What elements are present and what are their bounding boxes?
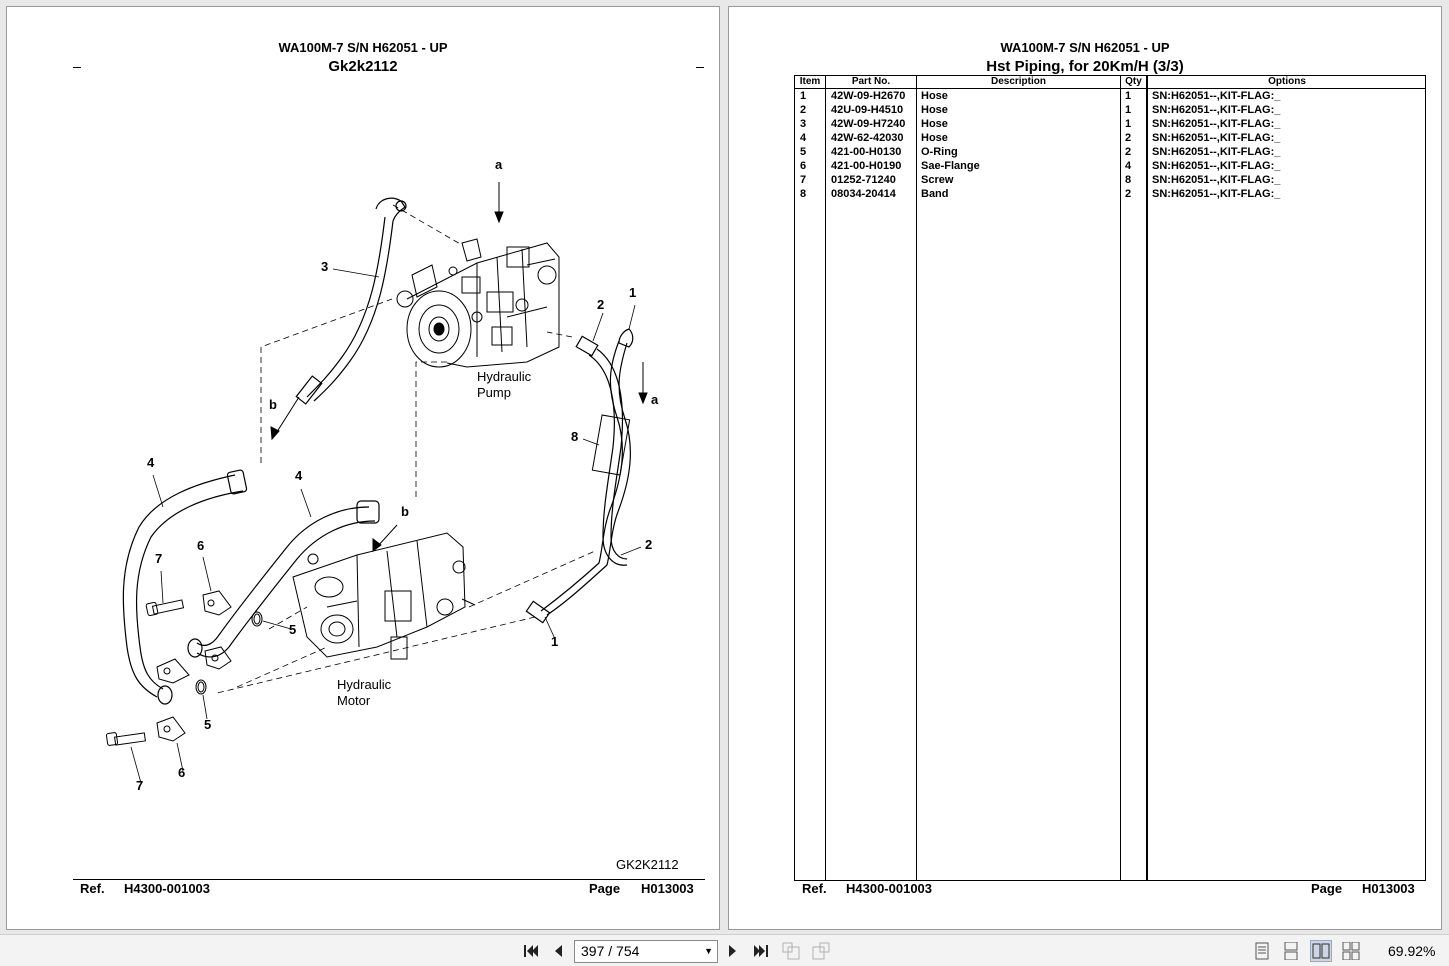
left-page-title: WA100M-7 S/N H62051 - UP — [278, 40, 448, 55]
callout-2-right: 2 — [645, 537, 652, 552]
right-page-title: WA100M-7 S/N H62051 - UP — [1000, 40, 1170, 55]
assembly-dashed-lines — [216, 204, 596, 694]
header-qty: Qty — [1125, 76, 1142, 87]
screw-7-upper — [145, 599, 185, 617]
hose-2 — [575, 335, 628, 566]
table-row: 1 42W-09-H2670 Hose 1 SN:H62051--,KIT-FL… — [800, 90, 1281, 102]
footer-page-value: H013003 — [641, 881, 694, 896]
table-row: 2 42U-09-H4510 Hose 1 SN:H62051--,KIT-FL… — [800, 104, 1281, 116]
first-page-icon[interactable] — [520, 940, 542, 962]
page-number-select[interactable]: 397 / 754 ▼ — [574, 940, 718, 963]
single-page-view-icon[interactable] — [1251, 940, 1273, 962]
o-ring-5-lower — [195, 679, 207, 695]
hst-piping-diagram: a 3 2 1 a b 8 4 4 b 6 7 2 5 1 5 7 6 — [105, 157, 659, 793]
sae-flange-6-mid — [156, 658, 190, 684]
document-viewer[interactable]: WA100M-7 S/N H62051 - UP Gk2k2112 — [0, 0, 1449, 934]
header-item: Item — [799, 76, 821, 87]
callout-b-left: b — [269, 397, 277, 412]
table-row: 4 42W-62-42030 Hose 2 SN:H62051--,KIT-FL… — [800, 132, 1281, 144]
next-page-icon[interactable] — [722, 940, 744, 962]
footer-page-label: Page — [589, 881, 621, 896]
hose-3 — [295, 197, 407, 405]
footer-ref-label: Ref. — [802, 881, 827, 896]
table-row: 7 01252-71240 Screw 8 SN:H62051--,KIT-FL… — [800, 174, 1281, 186]
callout-1-top: 1 — [629, 285, 636, 300]
header-options: Options — [1268, 76, 1306, 87]
chevron-down-icon: ▼ — [704, 946, 713, 956]
continuous-view-icon[interactable] — [1280, 940, 1302, 962]
prev-page-icon[interactable] — [547, 940, 569, 962]
screw-7-lower — [105, 732, 146, 746]
callout-1-bottom: 1 — [551, 634, 558, 649]
callout-6-upper: 6 — [197, 538, 204, 553]
sae-flange-6-lower — [156, 716, 186, 742]
left-page-subtitle: Gk2k2112 — [328, 58, 398, 75]
motor-label-line1: Hydraulic — [337, 677, 392, 692]
header-part-no: Part No. — [851, 76, 891, 87]
callout-5-lower: 5 — [204, 717, 211, 732]
sae-flange-6-right — [204, 646, 232, 670]
arrow-a-top — [494, 182, 504, 224]
footer-page-label: Page — [1311, 881, 1343, 896]
zoom-level[interactable]: 69.92% — [1388, 943, 1436, 959]
callout-2-top: 2 — [597, 297, 604, 312]
two-page-continuous-view-icon[interactable] — [1340, 940, 1362, 962]
crop-mark — [73, 67, 81, 68]
band-8 — [591, 414, 631, 476]
callout-5-upper: 5 — [289, 622, 296, 637]
callout-4-middle: 4 — [295, 468, 303, 483]
rotate-cw-icon[interactable] — [810, 940, 832, 962]
page-number-display: 397 / 754 — [581, 943, 640, 959]
hose-4-middle — [187, 500, 380, 658]
arrow-b-left — [270, 396, 300, 441]
arrow-b-middle — [372, 524, 398, 552]
header-description: Description — [990, 76, 1046, 87]
last-page-icon[interactable] — [750, 940, 772, 962]
right-page: WA100M-7 S/N H62051 - UP Hst Piping, for… — [728, 6, 1442, 930]
callout-7-lower: 7 — [136, 778, 143, 793]
callout-a-top: a — [495, 157, 503, 172]
table-row: 5 421-00-H0130 O-Ring 2 SN:H62051--,KIT-… — [800, 146, 1281, 158]
right-page-subtitle: Hst Piping, for 20Km/H (3/3) — [986, 58, 1184, 75]
hydraulic-pump-body — [396, 238, 560, 368]
footer-ref-value: H4300-001003 — [124, 881, 211, 896]
callout-4-left: 4 — [147, 455, 155, 470]
table-row: 3 42W-09-H7240 Hose 1 SN:H62051--,KIT-FL… — [800, 118, 1281, 130]
pump-label-line2: Pump — [477, 385, 511, 400]
footer-ref-label: Ref. — [80, 881, 105, 896]
left-page: WA100M-7 S/N H62051 - UP Gk2k2112 — [6, 6, 720, 930]
viewer-toolbar: 397 / 754 ▼ 69.92% — [0, 934, 1449, 966]
motor-label-line2: Motor — [337, 693, 371, 708]
pump-label-line1: Hydraulic — [477, 369, 532, 384]
table-row: 6 421-00-H0190 Sae-Flange 4 SN:H62051--,… — [800, 160, 1281, 172]
callout-b-middle: b — [401, 504, 409, 519]
arrow-a-right — [638, 362, 648, 405]
callout-8: 8 — [571, 429, 578, 444]
footer-page-value: H013003 — [1362, 881, 1415, 896]
footer-ref-value: H4300-001003 — [846, 881, 933, 896]
o-ring-5-upper — [251, 611, 263, 627]
hose-4-left — [122, 469, 248, 705]
parts-table: Item Part No. Description Qty Options 1 … — [794, 75, 1426, 881]
table-row: 8 08034-20414 Band 2 SN:H62051--,KIT-FLA… — [800, 188, 1281, 200]
callout-leader-lines — [130, 268, 642, 784]
callout-7-upper: 7 — [155, 551, 162, 566]
callout-a-right: a — [651, 392, 659, 407]
callout-3: 3 — [321, 259, 328, 274]
sae-flange-6-upper — [202, 590, 232, 616]
two-page-view-icon[interactable] — [1310, 940, 1332, 962]
rotate-ccw-icon[interactable] — [780, 940, 802, 962]
hydraulic-motor-body — [292, 532, 476, 660]
figure-code: GK2K2112 — [616, 857, 679, 872]
callout-6-lower: 6 — [178, 765, 185, 780]
footer-rule — [73, 879, 705, 880]
crop-mark — [696, 67, 704, 68]
